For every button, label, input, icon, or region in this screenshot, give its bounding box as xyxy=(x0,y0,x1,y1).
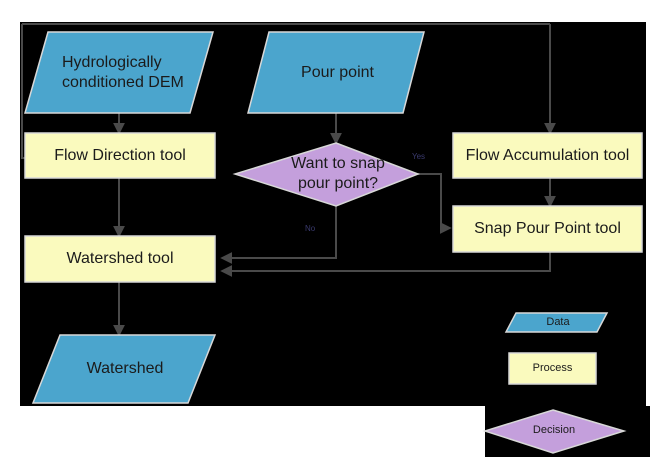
main-canvas-backdrop xyxy=(20,22,646,406)
legend-decision-backdrop xyxy=(485,406,650,457)
edge-label-yes: Yes xyxy=(412,152,426,161)
edge-label-no: No xyxy=(305,224,316,233)
